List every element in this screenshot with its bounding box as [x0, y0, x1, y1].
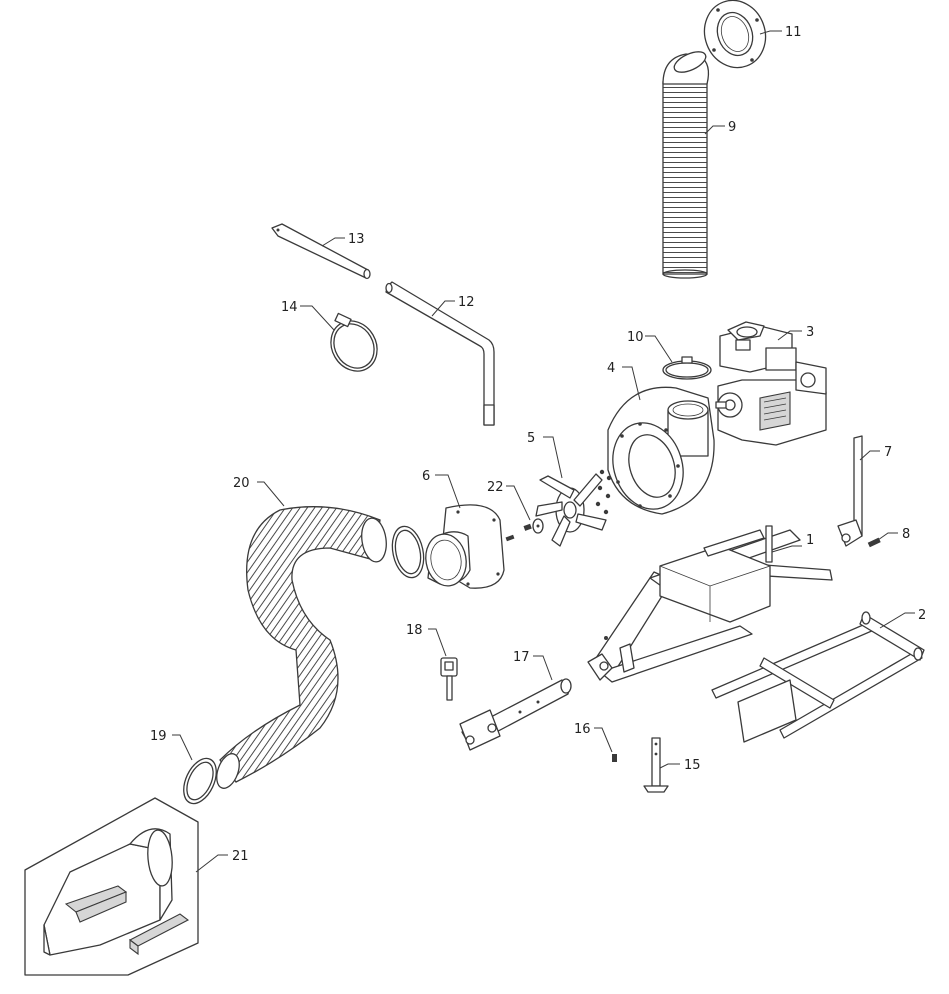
hose-clamp-14-part — [330, 312, 378, 372]
callout-4: 4 — [607, 361, 615, 376]
callout-16: 16 — [574, 722, 591, 737]
hitch-pin-part — [440, 657, 458, 701]
callout-2: 2 — [918, 608, 926, 623]
blower-housing-part — [607, 386, 715, 515]
callout-6: 6 — [422, 469, 430, 484]
callouts: 1 2 3 4 5 6 7 8 9 10 11 12 13 14 15 16 1… — [150, 25, 926, 864]
callout-15: 15 — [684, 758, 701, 773]
intake-hose-part — [216, 506, 387, 789]
hose-flange-part — [703, 0, 767, 69]
callout-19: 19 — [150, 729, 167, 744]
tongue-extension-part — [459, 678, 572, 751]
callout-14: 14 — [281, 300, 298, 315]
engine-part — [715, 321, 827, 446]
bent-rod-part — [385, 281, 495, 426]
callout-1: 1 — [806, 533, 814, 548]
callout-3: 3 — [806, 325, 814, 340]
washer-part — [505, 518, 544, 542]
pin-part — [612, 754, 617, 762]
housing-bolts — [595, 469, 612, 515]
impeller-part — [535, 473, 607, 547]
callout-10: 10 — [627, 330, 644, 345]
frame-part — [587, 525, 833, 683]
housing-clamp-part — [662, 356, 712, 380]
callout-11: 11 — [785, 25, 802, 40]
support-rod-part — [271, 223, 371, 280]
nozzle-kit-part — [24, 797, 199, 976]
leader-lines — [172, 30, 915, 873]
discharge-hose-part — [662, 51, 710, 279]
callout-9: 9 — [728, 120, 736, 135]
handle-bracket-part — [837, 435, 863, 547]
callout-22: 22 — [487, 480, 504, 495]
callout-8: 8 — [902, 527, 910, 542]
jack-stand-part — [643, 737, 669, 793]
callout-12: 12 — [458, 295, 475, 310]
bolt-part — [867, 537, 881, 548]
callout-17: 17 — [513, 650, 530, 665]
callout-5: 5 — [527, 431, 535, 446]
inlet-clamp — [391, 525, 425, 579]
callout-7: 7 — [884, 445, 892, 460]
callout-21: 21 — [232, 849, 249, 864]
axle-frame-part — [711, 611, 925, 743]
callout-13: 13 — [348, 232, 365, 247]
inlet-plate-part — [425, 504, 505, 589]
callout-20: 20 — [233, 476, 250, 491]
hose-clamp-19-part — [183, 757, 217, 805]
callout-18: 18 — [406, 623, 423, 638]
